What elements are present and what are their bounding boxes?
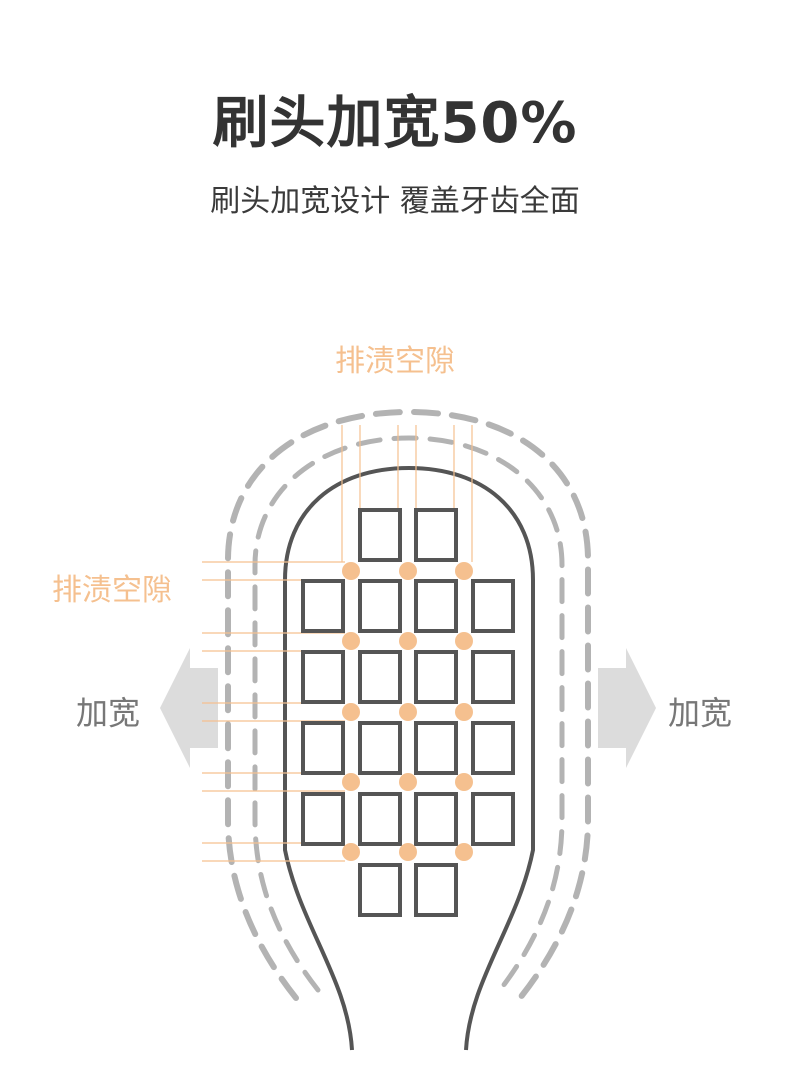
bristle-tuft bbox=[358, 579, 402, 633]
gap-dot bbox=[455, 562, 473, 580]
gap-dot bbox=[399, 703, 417, 721]
bristle-tuft bbox=[471, 792, 515, 846]
gap-label-left: 排渍空隙 bbox=[52, 573, 172, 608]
bristle-tuft bbox=[414, 650, 458, 704]
gap-dot bbox=[455, 703, 473, 721]
bristle-tuft bbox=[358, 508, 402, 562]
inner-dashed-outline bbox=[252, 435, 565, 993]
bristle-tuft bbox=[358, 650, 402, 704]
bristle-tufts bbox=[301, 508, 515, 917]
bristle-tuft bbox=[471, 721, 515, 775]
gap-dot bbox=[455, 632, 473, 650]
gap-dots bbox=[342, 562, 473, 861]
page-title: 刷头加宽50% bbox=[212, 91, 578, 156]
bristle-tuft bbox=[358, 863, 402, 917]
bristle-tuft bbox=[414, 792, 458, 846]
gap-dot bbox=[342, 703, 360, 721]
bristle-tuft bbox=[301, 579, 345, 633]
bristle-tuft bbox=[414, 508, 458, 562]
widen-label-left: 加宽 bbox=[76, 694, 141, 732]
gap-dot bbox=[342, 632, 360, 650]
bristle-tuft bbox=[471, 650, 515, 704]
widen-left-arrow-icon bbox=[160, 648, 218, 768]
gap-label-top: 排渍空隙 bbox=[335, 344, 455, 379]
bristle-tuft bbox=[414, 721, 458, 775]
page-subtitle: 刷头加宽设计 覆盖牙齿全面 bbox=[210, 184, 580, 219]
gap-dot bbox=[399, 632, 417, 650]
bristle-tuft bbox=[358, 721, 402, 775]
gap-dot bbox=[342, 562, 360, 580]
widen-label-right: 加宽 bbox=[668, 694, 733, 732]
gap-dot bbox=[455, 773, 473, 791]
bristle-tuft bbox=[301, 721, 345, 775]
gap-dot bbox=[455, 843, 473, 861]
brush-head-outline bbox=[283, 465, 535, 1051]
gap-dot bbox=[399, 843, 417, 861]
gap-dot bbox=[399, 562, 417, 580]
bristle-tuft bbox=[301, 792, 345, 846]
widen-right-arrow-icon bbox=[598, 648, 656, 768]
outer-dashed-outline bbox=[225, 408, 591, 1001]
bristle-tuft bbox=[301, 650, 345, 704]
gap-dot bbox=[399, 773, 417, 791]
gap-dot bbox=[342, 843, 360, 861]
bristle-tuft bbox=[414, 579, 458, 633]
bristle-tuft bbox=[414, 863, 458, 917]
gap-dot bbox=[342, 773, 360, 791]
bristle-tuft bbox=[358, 792, 402, 846]
bristle-tuft bbox=[471, 579, 515, 633]
